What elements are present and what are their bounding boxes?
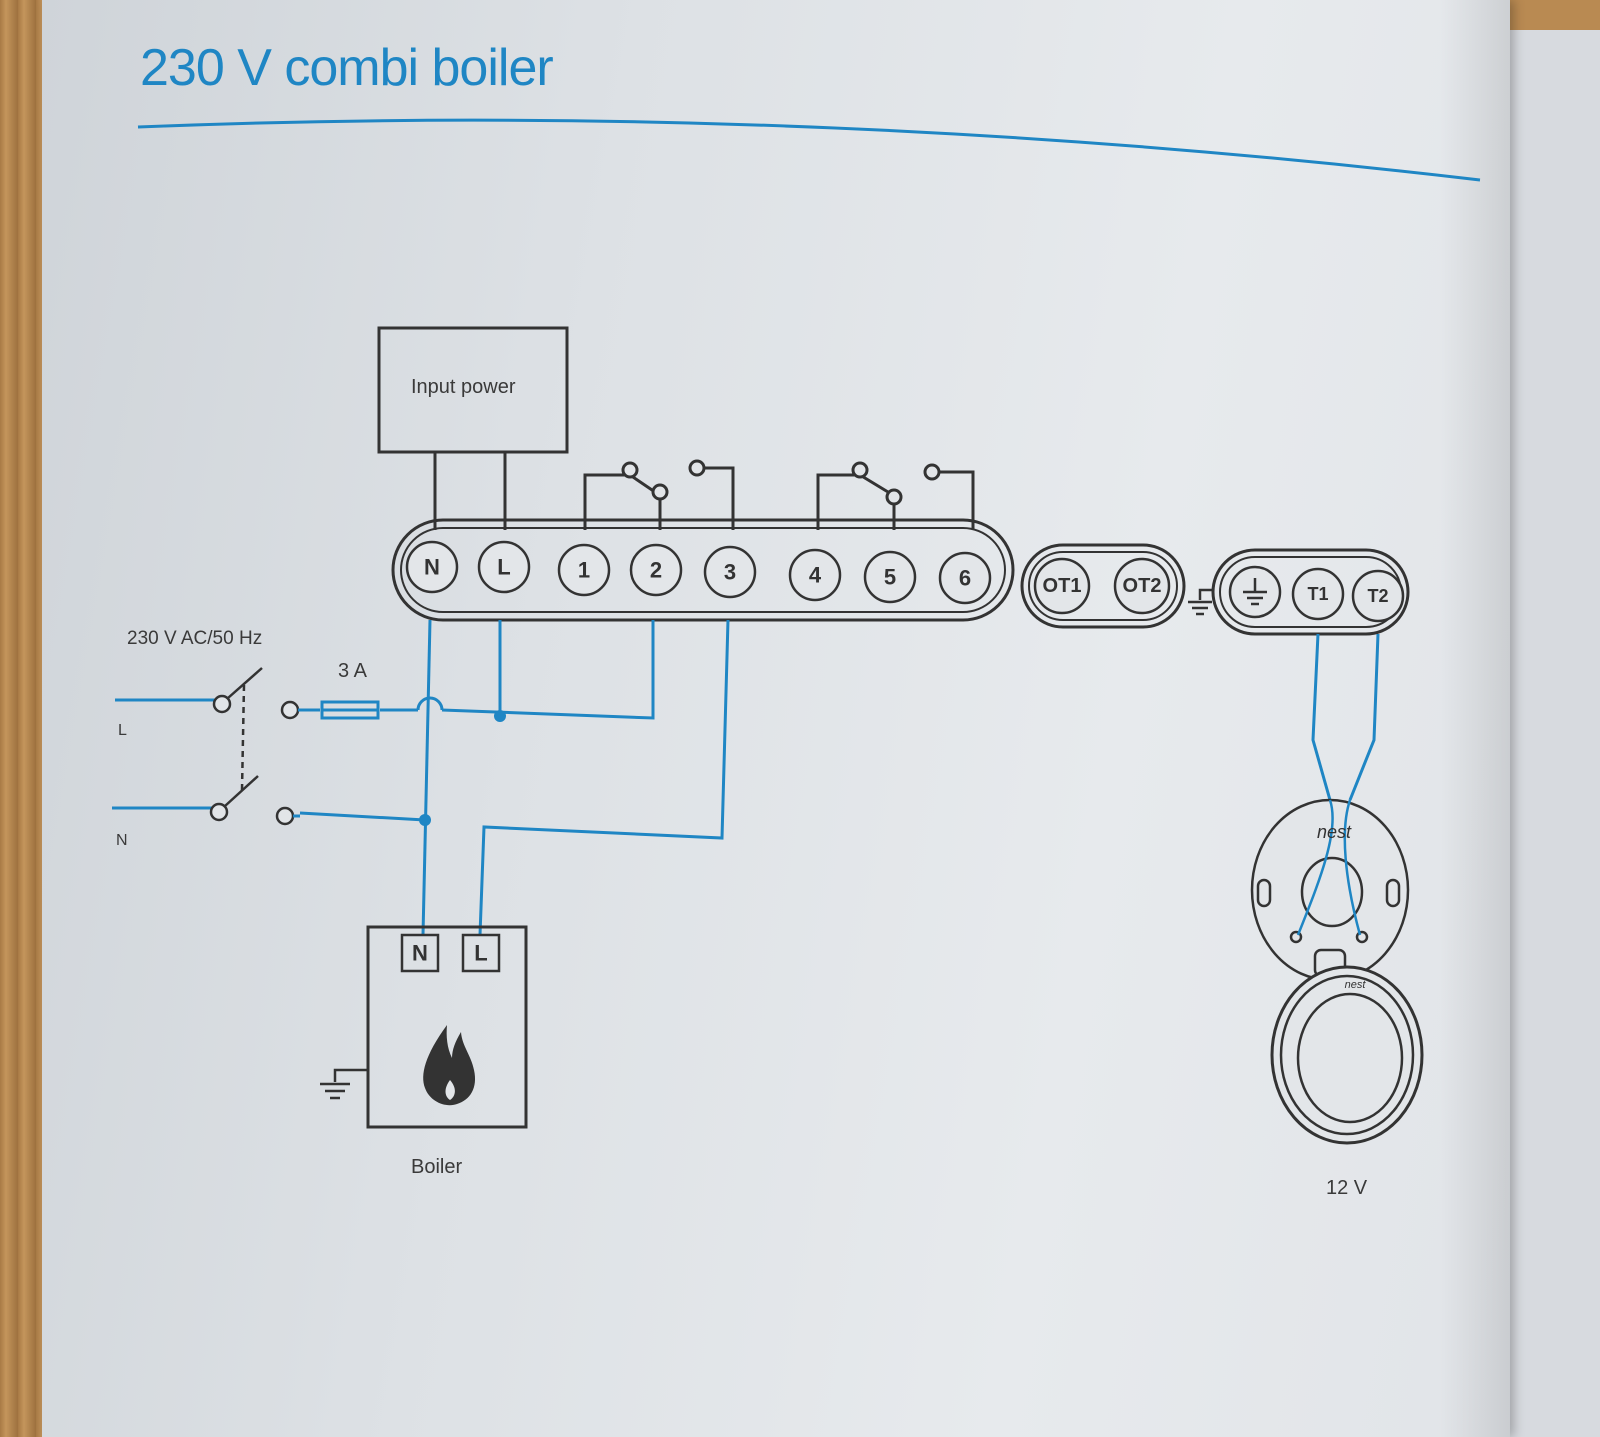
terminal-4-circle — [788, 548, 842, 602]
nest-thermostat — [1270, 965, 1424, 1145]
isolation-switch — [209, 667, 300, 826]
page-fold-shadow — [1440, 0, 1510, 1437]
boiler-label: Boiler — [411, 1156, 463, 1178]
terminal-ot2-label: OT2 — [1123, 575, 1162, 597]
terminal-1-circle — [557, 543, 611, 597]
relay-1-switch — [583, 459, 735, 530]
relay-2-switch — [816, 461, 975, 530]
input-power-box — [377, 326, 569, 454]
terminal-2-circle — [629, 543, 683, 597]
boiler-terminal-l-label: L — [474, 941, 487, 966]
terminal-5-circle — [863, 550, 917, 604]
boiler-terminal-n-label: N — [412, 941, 428, 966]
terminal-t1-circle — [1291, 567, 1345, 621]
opentherm-terminal-strip — [1020, 543, 1186, 629]
terminal-5-label: 5 — [884, 565, 896, 590]
terminal-n-label: N — [424, 555, 440, 580]
terminal-2-label: 2 — [650, 558, 662, 583]
n-junction-dot — [419, 814, 431, 826]
terminal-t1-label: T1 — [1307, 584, 1328, 604]
thermostat-terminal-strip — [1211, 548, 1410, 636]
live-label: L — [118, 722, 127, 739]
terminal-ot1-label: OT1 — [1043, 575, 1082, 597]
heatlink-terminal-strip — [391, 518, 1015, 622]
terminal-l-label: L — [497, 555, 510, 580]
terminal-ot2-circle — [1113, 557, 1171, 615]
fuse-3a — [320, 700, 380, 720]
terminal-3-circle — [703, 545, 757, 599]
terminal-ot1-circle — [1033, 557, 1091, 615]
boiler-box — [366, 925, 528, 1129]
neutral-label: N — [116, 832, 128, 849]
ground-symbol-strip — [1188, 588, 1213, 616]
boiler-terminal-n — [400, 933, 440, 973]
terminal-l-circle — [477, 540, 531, 594]
terminal-t2-label: T2 — [1367, 586, 1388, 606]
terminal-1-label: 1 — [578, 558, 590, 583]
supply-voltage-label: 230 V AC/50 Hz — [127, 628, 263, 649]
fuse-rating-label: 3 A — [338, 660, 367, 682]
terminal-4-label: 4 — [809, 563, 822, 588]
thermostat-voltage-label: 12 V — [1326, 1177, 1368, 1199]
blue-wiring — [112, 619, 1380, 936]
terminal-t2-circle — [1351, 569, 1405, 623]
flame-icon — [423, 1025, 476, 1106]
nest-thermostat-logo: nest — [1345, 979, 1367, 991]
title-underline — [137, 118, 1481, 182]
l-junction-dot — [494, 710, 506, 722]
boiler-terminal-l — [461, 933, 501, 973]
earth-terminal-icon — [1243, 578, 1267, 606]
page-title: 230 V combi boiler — [140, 39, 554, 97]
terminal-6-circle — [938, 551, 992, 605]
terminal-n-circle — [405, 540, 459, 594]
boiler-ground-symbol — [320, 1068, 368, 1100]
nest-backplate-logo: nest — [1317, 822, 1352, 842]
input-power-label: Input power — [411, 376, 516, 398]
terminal-3-label: 3 — [724, 560, 736, 585]
terminal-6-label: 6 — [959, 566, 971, 591]
